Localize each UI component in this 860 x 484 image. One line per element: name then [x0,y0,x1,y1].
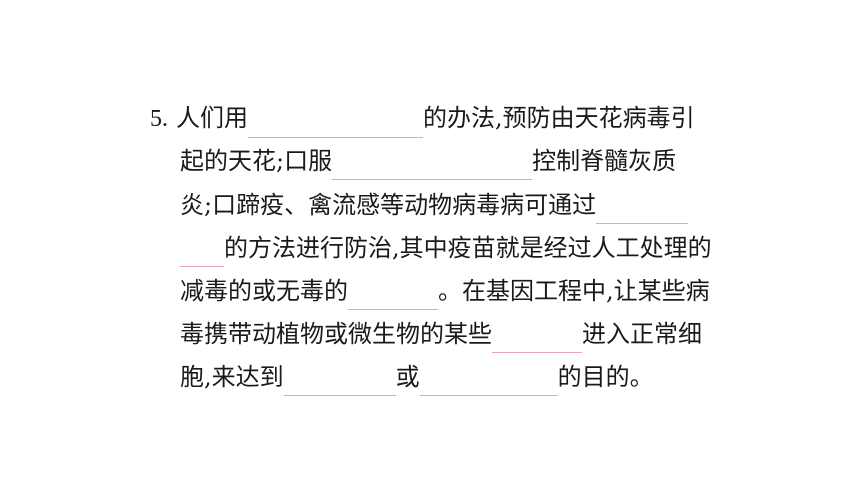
question-line-2: 起的天花;口服 控制脊髓灰质 [180,142,676,180]
answer-blank-6[interactable] [283,367,396,396]
answer-blank-3a[interactable] [596,195,689,224]
line-text: 或 [395,363,420,391]
question-line-4: 的方法进行防治,其中疫苗就是经过人工处理的 [180,229,712,267]
line-text: 的办法,预防由天花病毒引 [423,104,695,132]
answer-blank-3b[interactable] [180,238,224,267]
line-text: 毒携带动植物或微生物的某些 [180,320,492,348]
question-line-7: 胞,来达到 或 的目的。 [180,358,654,396]
question-line-3: 炎;口蹄疫、禽流感等动物病毒病可通过 [180,186,689,224]
line-text: 的方法进行防治,其中疫苗就是经过人工处理的 [224,234,712,262]
line-text: 人们用 [176,104,248,132]
line-text: 进入正常细 [582,320,702,348]
answer-blank-1[interactable] [248,109,423,138]
line-text: 的目的。 [557,363,654,391]
question-line-6: 毒携带动植物或微生物的某些 进入正常细 [180,315,702,353]
answer-blank-2[interactable] [332,151,533,180]
line-text: 控制脊髓灰质 [532,147,677,175]
line-text: 。在基因工程中,让某些病 [438,277,710,305]
answer-blank-5[interactable] [492,324,582,353]
line-text: 减毒的或无毒的 [180,277,348,305]
answer-blank-7[interactable] [419,367,558,396]
question-line-1: 5. 人们用 的办法,预防由天花病毒引 [150,99,695,138]
question-number: 5. [150,106,168,132]
line-text: 炎;口蹄疫、禽流感等动物病毒病可通过 [180,191,597,219]
answer-blank-4[interactable] [348,281,438,310]
question-line-5: 减毒的或无毒的 。在基因工程中,让某些病 [180,272,710,310]
line-text: 胞,来达到 [180,363,284,391]
line-text: 起的天花;口服 [180,147,333,175]
